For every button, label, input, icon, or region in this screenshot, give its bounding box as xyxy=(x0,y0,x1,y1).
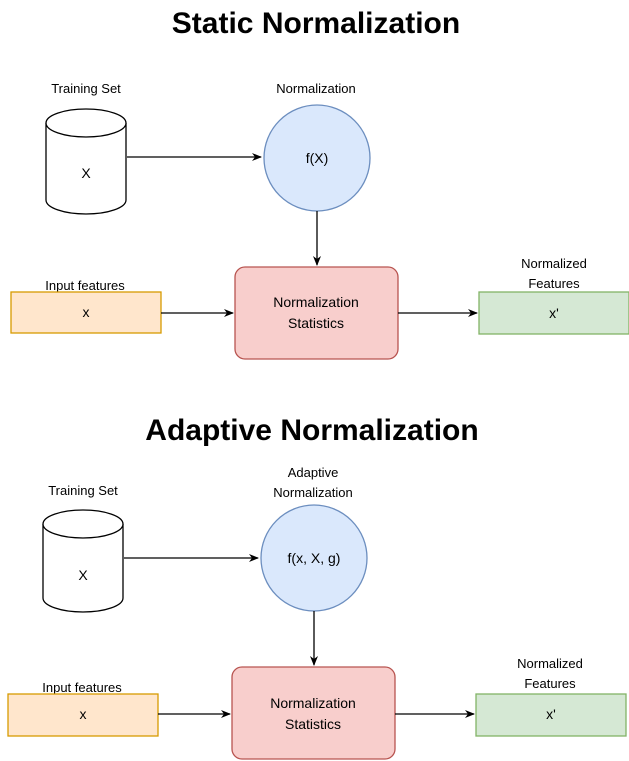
static-training-set-cylinder xyxy=(45,108,127,215)
adaptive-output-label-line2: Features xyxy=(524,676,576,691)
static-input-box xyxy=(10,291,162,334)
adaptive-stats-line2: Statistics xyxy=(285,716,341,732)
adaptive-input-box xyxy=(7,693,159,737)
adaptive-training-set-value: X xyxy=(78,567,88,583)
static-stats-box xyxy=(234,266,399,360)
static-stats-line2: Statistics xyxy=(288,315,344,331)
static-output-box xyxy=(478,291,629,335)
static-function-text: f(X) xyxy=(306,150,329,166)
adaptive-function-label-line1: Adaptive xyxy=(288,465,339,480)
adaptive-output-box xyxy=(475,693,627,737)
static-training-set-value: X xyxy=(81,165,91,181)
adaptive-output-value: x' xyxy=(546,706,556,722)
static-input-value: x xyxy=(83,304,90,320)
adaptive-output-label-line1: Normalized xyxy=(517,656,583,671)
static-output-value: x' xyxy=(549,305,559,321)
static-training-set-label: Training Set xyxy=(51,81,121,96)
adaptive-training-set-cylinder xyxy=(42,509,124,613)
adaptive-stats-line1: Normalization xyxy=(270,695,356,711)
static-title: Static Normalization xyxy=(172,7,460,40)
adaptive-section: Adaptive Normalization Training Set X Ad… xyxy=(7,414,627,760)
static-output-label-line1: Normalized xyxy=(521,256,587,271)
static-function-label: Normalization xyxy=(276,81,355,96)
adaptive-title: Adaptive Normalization xyxy=(145,414,478,447)
static-output-label-line2: Features xyxy=(528,276,580,291)
adaptive-input-value: x xyxy=(80,706,87,722)
adaptive-function-text: f(x, X, g) xyxy=(288,550,341,566)
adaptive-function-label-line2: Normalization xyxy=(273,485,352,500)
static-stats-line1: Normalization xyxy=(273,294,359,310)
adaptive-training-set-label: Training Set xyxy=(48,483,118,498)
static-input-label: Input features xyxy=(45,278,125,293)
static-section: Static Normalization Training Set X Norm… xyxy=(10,7,629,360)
adaptive-input-label: Input features xyxy=(42,680,122,695)
adaptive-stats-box xyxy=(231,666,396,760)
